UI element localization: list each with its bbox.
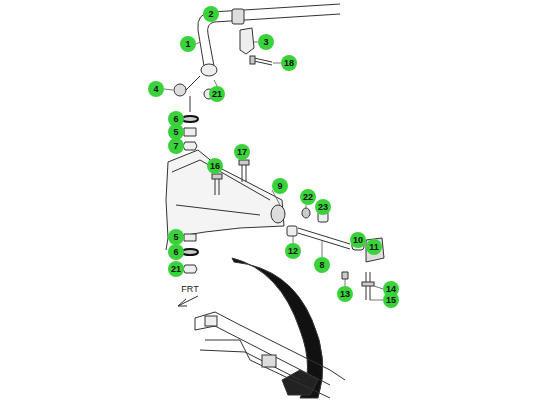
frame-bracket — [262, 355, 276, 367]
bushing — [184, 234, 196, 241]
front-arrow — [178, 296, 198, 306]
callout-number: 18 — [281, 55, 297, 71]
callout-number: 11 — [366, 239, 382, 255]
callout-number: 2 — [203, 6, 219, 22]
bolt-head — [239, 160, 249, 165]
bushing — [232, 9, 244, 24]
bushing — [184, 128, 196, 136]
stabilizer-bar — [212, 4, 340, 22]
callout-number: 9 — [272, 178, 288, 194]
frame-bracket — [205, 316, 217, 326]
callout-number: 4 — [148, 81, 164, 97]
bar-eye — [201, 64, 217, 76]
arm-bushing — [271, 205, 285, 223]
callout-number: 8 — [314, 257, 330, 273]
bolt-head — [212, 174, 222, 179]
callout-number: 17 — [234, 144, 250, 160]
plate — [366, 238, 384, 262]
callout-number: 5 — [168, 229, 184, 245]
lower-arm — [166, 150, 284, 238]
pivot-bolt — [298, 228, 350, 249]
callout-number: 10 — [350, 232, 366, 248]
bracket — [240, 28, 254, 54]
front-arrowhead — [178, 299, 187, 306]
callout-number: 21 — [168, 261, 184, 277]
callout-number: 23 — [315, 199, 331, 215]
callout-number: 15 — [383, 292, 399, 308]
callout-number: 6 — [168, 244, 184, 260]
washer — [182, 249, 198, 255]
leader-lines — [164, 18, 383, 300]
link-rod — [186, 76, 200, 112]
frame — [195, 312, 345, 398]
bushing — [287, 226, 297, 236]
bolt — [254, 58, 272, 65]
ball-joint — [174, 84, 186, 96]
callout-number: 3 — [258, 34, 274, 50]
nut — [342, 272, 348, 279]
washer — [302, 208, 310, 218]
nut — [183, 265, 197, 273]
callout-number: 13 — [337, 286, 353, 302]
bolt-head — [250, 56, 255, 64]
callout-number: 1 — [180, 36, 196, 52]
arm-detail — [166, 160, 270, 250]
callout-number: 22 — [300, 189, 316, 205]
callout-number: 21 — [209, 86, 225, 102]
callout-number: 16 — [207, 158, 223, 174]
washer — [362, 282, 374, 286]
nut — [183, 142, 197, 150]
callout-number: 12 — [285, 243, 301, 259]
front-label: FRT — [181, 284, 198, 295]
washer — [182, 116, 198, 122]
callout-number: 7 — [168, 138, 184, 154]
